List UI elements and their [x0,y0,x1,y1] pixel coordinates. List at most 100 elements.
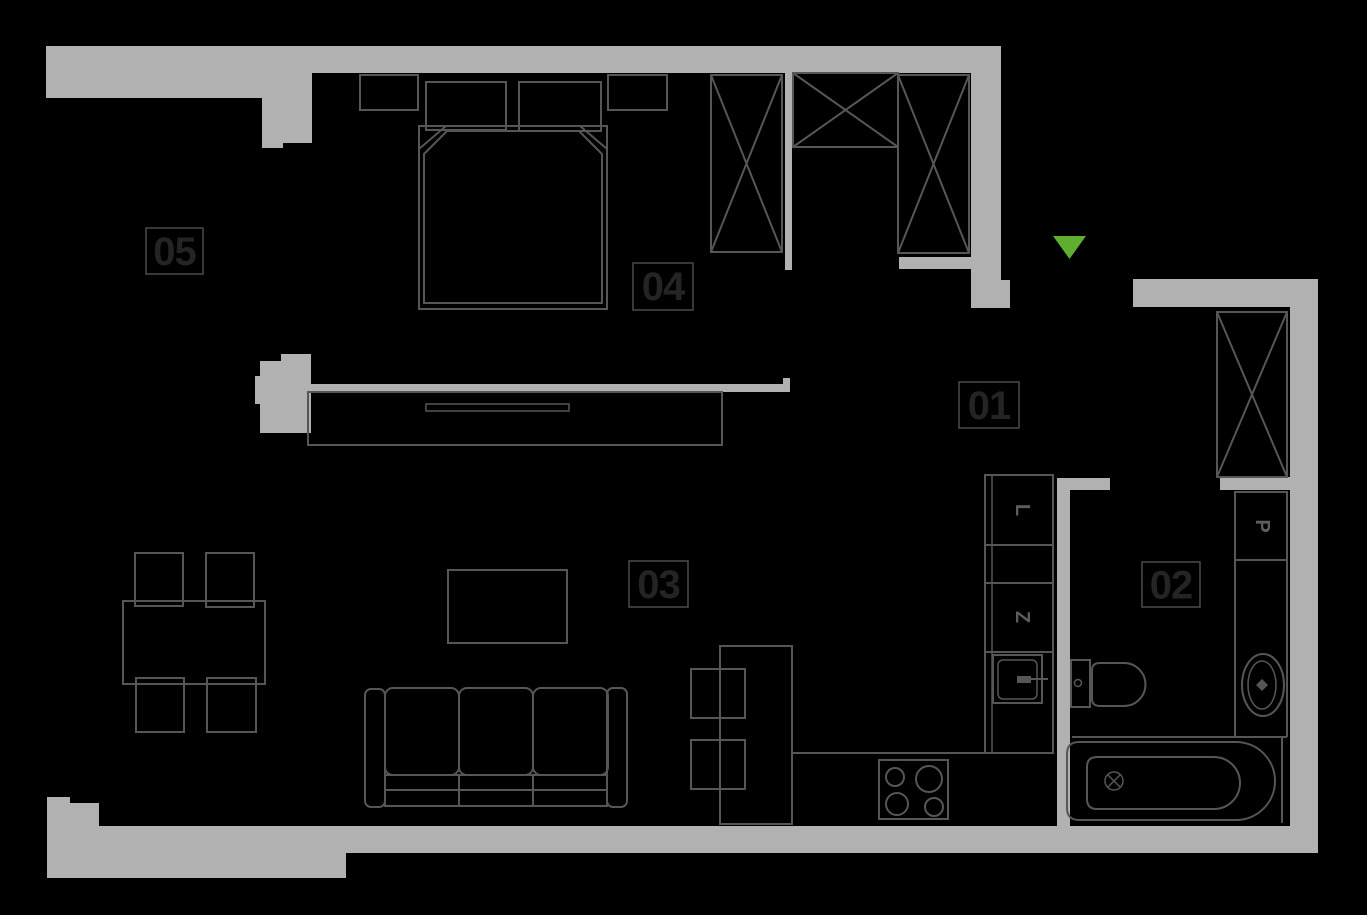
bed-outline [418,125,608,310]
bed-inner-outline [423,130,603,304]
bed-fold-line-right [579,125,608,150]
dishwasher-letter: Z [1011,611,1033,623]
wall-right-outer [1290,307,1318,853]
bathtub [1066,736,1287,823]
toilet-bowl [1091,662,1147,707]
wardrobe-x-line [710,74,783,253]
washer-column-outline [1234,491,1288,737]
wardrobe-outline [710,74,783,253]
wall-partition-bedroom [307,378,790,392]
hall-closet [1216,311,1288,478]
wardrobe-x-line [897,74,970,254]
bathtub-inner [1086,756,1241,810]
room-label-03: 03 [628,560,689,608]
kitchen-counter-column [984,474,1054,754]
toilet-flush-button [1073,678,1083,688]
room-label-box [145,227,204,275]
wall-pillar [260,354,311,433]
wall-right-upper [971,73,1010,308]
stove [878,759,949,820]
closet-x-line [1216,311,1288,478]
room-number: 05 [153,230,196,274]
washbasin-outline [1241,653,1285,717]
room-number: 02 [1150,564,1193,608]
room-number: 01 [968,384,1011,428]
washbasin-faucet [1256,679,1268,691]
pillow-left [425,81,507,131]
sofa-cushion [384,687,460,776]
nightstand-right [607,74,668,111]
washbasin-inner [1247,660,1277,710]
room-label-04: 04 [632,262,694,311]
bathtub-area-line [1072,736,1287,823]
toilet [1070,659,1147,708]
burner-circle [915,765,943,793]
kitchen-counter-divider [985,544,1053,653]
nightstand-left [359,74,419,111]
room-label-01: 01 [958,381,1020,429]
bed-fold-line-left [418,125,447,150]
coffee-table [447,569,568,644]
sofa [364,687,628,808]
wardrobe-x-line [792,72,899,148]
wall-under-closet [1220,477,1290,490]
closet-outline [1216,311,1288,478]
washing-machine-letter: P [1251,519,1273,532]
kitchen-sink [992,654,1048,704]
wall-bathroom-left [1057,478,1110,826]
dining-table [122,600,266,685]
dresser [307,391,723,446]
wall-under-wardrobe [899,257,972,269]
stove-outline [878,759,949,820]
dining-chair-bottom-left [135,677,185,733]
room-label-box [628,560,689,608]
wall-bedroom-strip [785,73,792,270]
sofa-armrest-right [606,687,628,808]
room-number: 04 [642,265,686,309]
room-label-box [958,381,1020,429]
kitchen: L Z [792,474,1054,820]
wall-top [46,46,1001,148]
walls [46,46,1318,878]
room-label-02: 02 [1141,561,1201,608]
dining-set [122,552,266,733]
pillow-right [518,81,602,132]
wardrobe-tall-left [710,74,783,253]
burner-circle [924,797,944,817]
wardrobe-tall-right [897,74,970,254]
entrance-arrow-icon [1053,236,1086,259]
bathtub-drain [1104,771,1124,791]
bathtub-outline [1066,741,1277,821]
dining-chair-top-left [134,552,184,607]
side-table-set [690,645,793,825]
bathtub-drain-cross [1107,774,1121,788]
fridge-letter: L [1011,504,1033,516]
burner-circle [885,767,905,787]
dining-chair-top-right [205,552,255,608]
sink-faucet-handle [1017,676,1031,683]
washbasin [1241,653,1285,717]
dresser-handle [425,403,570,412]
sofa-seat-divider [458,775,534,806]
sofa-cushion [532,687,609,776]
wall-entry-top [1133,279,1318,307]
stool-bottom [690,739,746,790]
sofa-armrest-left [364,688,386,808]
side-table [719,645,793,825]
dining-chair-bottom-right [206,677,257,733]
stool-top [690,668,746,719]
bedroom-furniture [307,72,970,446]
room-labels: 05 04 01 03 02 [145,227,1201,608]
toilet-tank [1070,659,1091,708]
wardrobe-wide [792,72,899,148]
dresser-outline [307,391,723,446]
room-label-05: 05 [145,227,204,275]
room-number: 03 [637,563,680,607]
wall-pillar-nub [255,376,260,404]
bathroom: P [1066,491,1288,823]
wardrobe-outline [897,74,970,254]
room-label-box [1141,561,1201,608]
burner-circle [885,792,909,816]
